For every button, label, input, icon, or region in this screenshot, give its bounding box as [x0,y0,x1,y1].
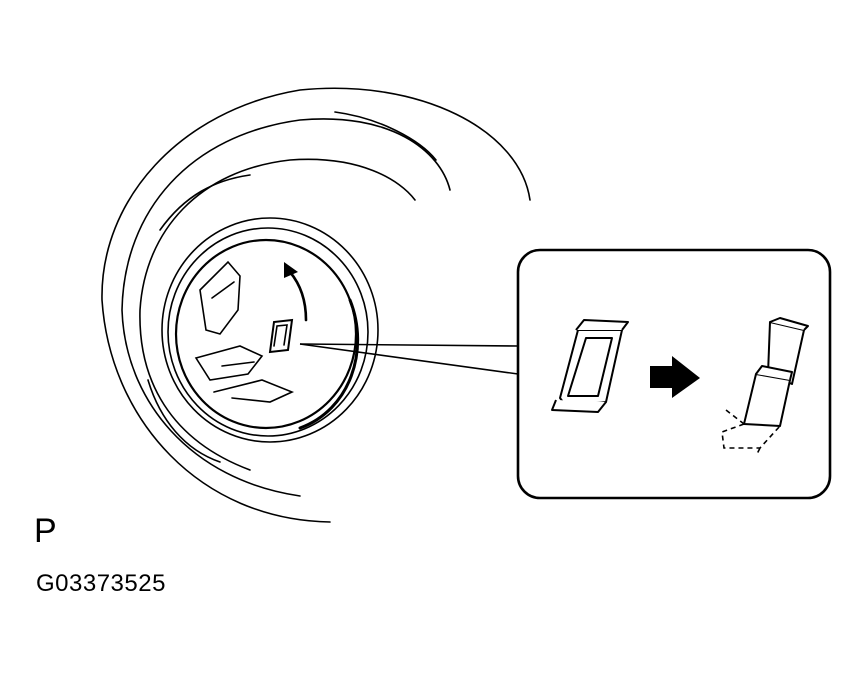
hub-ring-outer [161,217,379,443]
clip-after-dashed [721,409,781,457]
leader-line-top [299,343,519,347]
rotation-arrow-head [284,262,298,278]
leader-line-bottom [299,343,519,375]
outer-arc-3 [139,158,416,471]
inner-part-lower [194,345,264,381]
inner-part-lower-2 [213,379,295,403]
view-label: P [34,512,57,550]
inner-part-left [199,260,241,335]
hub-ring-shadow [298,298,360,430]
inner-part-left-2 [211,281,235,299]
hub-ring-inner [174,238,358,430]
outer-arc-4 [334,111,437,161]
rotation-arrow-shaft [288,270,308,322]
outer-arc-6 [147,379,221,463]
outer-arc-1 [101,87,531,523]
clip-small [268,318,294,354]
clip-before [551,319,629,413]
outer-arc-5 [159,174,251,231]
hub-ring-middle [167,227,369,437]
outer-arc-2 [121,118,451,497]
clip-after [743,317,809,427]
inner-part-lower-3 [221,361,255,367]
clip-small-inner [273,324,288,347]
figure-code: G03373525 [36,570,166,597]
transition-arrow [650,356,700,398]
